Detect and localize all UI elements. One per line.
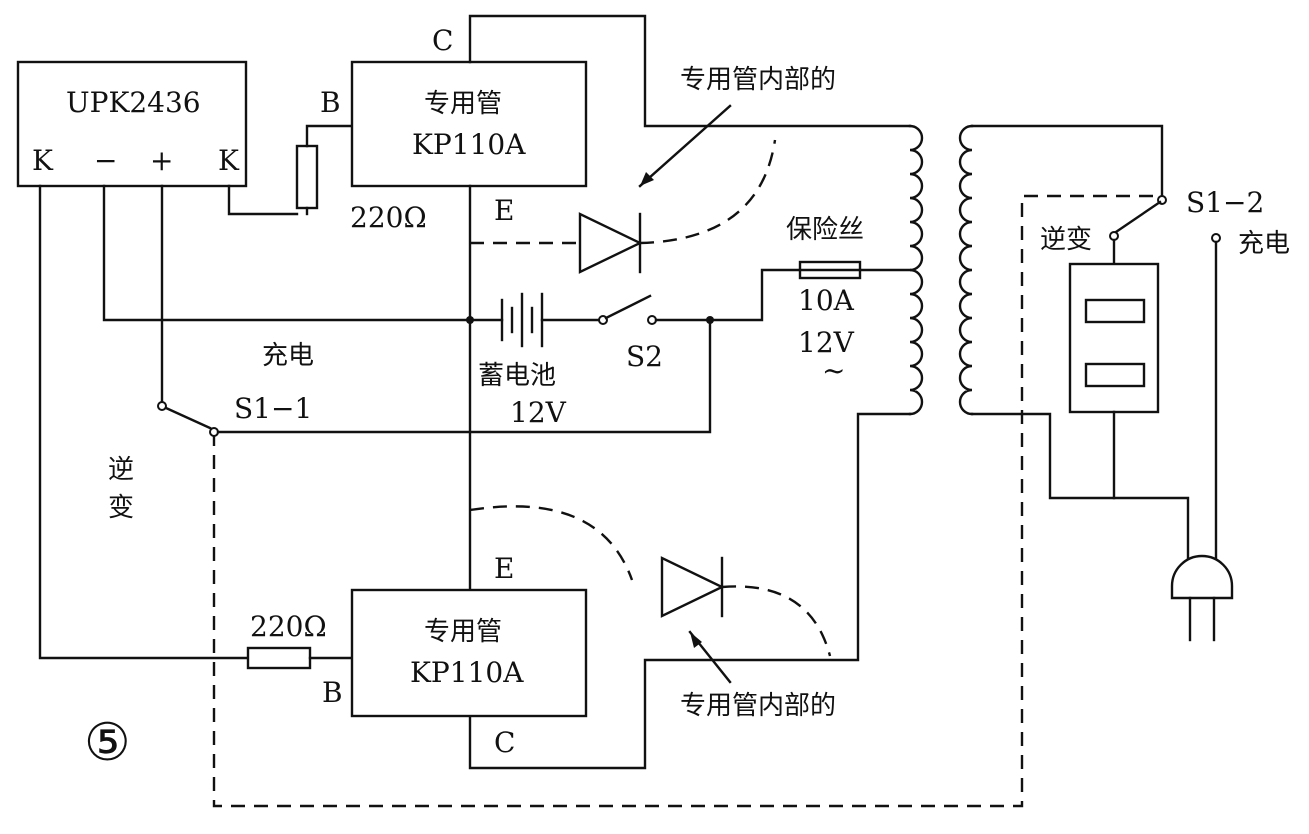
- wire-k-left: [38, 184, 250, 660]
- mains-plug: [1170, 554, 1234, 600]
- top-pin-e: E: [494, 194, 514, 227]
- switch-s1-2-label: S1−2: [1186, 186, 1264, 219]
- mode-invert-right: 逆变: [1040, 225, 1092, 255]
- wire-s1-1: [216, 318, 712, 434]
- wire-s2-fuse: [654, 268, 802, 322]
- upk-pin-k-left: K: [32, 144, 54, 177]
- upk-pin-minus: −: [94, 144, 117, 177]
- fuse-name: 保险丝: [786, 215, 864, 245]
- transformer-secondary: [958, 124, 974, 416]
- wire-b-top: [305, 124, 354, 148]
- mode-invert-left-1: 逆: [108, 455, 134, 485]
- bottom-pin-c: C: [494, 726, 515, 759]
- wire-minus: [102, 184, 504, 322]
- diode-top-dash-right: [639, 139, 777, 245]
- transistor-bottom-line2: KP110A: [410, 656, 524, 689]
- transformer-primary: [908, 124, 924, 416]
- wire-secondary-top: [970, 124, 1164, 198]
- arrow-top-head: [640, 172, 654, 186]
- battery-voltage: 12V: [510, 396, 567, 429]
- diode-bottom-dash-left: [469, 505, 634, 581]
- socket-slot-bottom: [1084, 362, 1146, 388]
- upk2436-box: [16, 60, 248, 188]
- resistor-bottom: [246, 646, 312, 670]
- output-socket: [1068, 262, 1160, 414]
- arrow-bottom-head: [690, 632, 702, 648]
- wire-k-right: [227, 184, 299, 216]
- resistor-top: [295, 144, 319, 210]
- arrow-top-line: [638, 104, 732, 188]
- junction-battery: [466, 316, 474, 324]
- transistor-top-box: [350, 60, 588, 188]
- socket-slot-top: [1084, 298, 1146, 324]
- diode-top: [578, 212, 643, 274]
- transistor-bottom-line1: 专用管: [424, 617, 502, 647]
- bottom-pin-b: B: [322, 676, 343, 709]
- bottom-pin-e: E: [494, 552, 514, 585]
- s2-blade: [604, 294, 652, 320]
- linkage-s1: [212, 194, 1160, 808]
- diode-bottom-dash-right: [721, 585, 832, 657]
- resistor-top-value: 220Ω: [350, 201, 427, 234]
- top-pin-b: B: [320, 86, 341, 119]
- s1-2-blade: [1114, 200, 1162, 234]
- transistor-top-line1: 专用管: [424, 89, 502, 119]
- upk-pin-plus: +: [150, 144, 173, 177]
- fuse-rating: 10A: [798, 284, 855, 317]
- wire-primary-bottom: [468, 412, 912, 770]
- figure-number: ⑤: [84, 713, 131, 773]
- top-pin-c: C: [432, 24, 453, 57]
- upk2436-label: UPK2436: [66, 86, 201, 119]
- diode-note-top: 专用管内部的: [680, 65, 836, 95]
- resistor-bottom-value: 220Ω: [250, 610, 327, 643]
- mode-charge-right: 充电: [1238, 229, 1290, 259]
- mode-charge-left: 充电: [262, 341, 314, 371]
- switch-s1-1-label: S1−1: [234, 392, 312, 425]
- switch-s2-label: S2: [626, 340, 663, 373]
- s1-1-charge-terminal: [157, 401, 167, 411]
- wire-c-top: [468, 14, 912, 128]
- diode-bottom: [660, 556, 725, 618]
- fuse-voltage: 12V: [798, 326, 855, 359]
- s1-1-blade: [164, 406, 212, 430]
- transistor-bottom-box: [350, 588, 588, 718]
- transistor-top-line2: KP110A: [412, 128, 526, 161]
- wire-secondary-bottom: [970, 412, 1190, 568]
- mode-invert-left-2: 变: [108, 493, 134, 523]
- diode-note-bottom: 专用管内部的: [680, 691, 836, 721]
- battery-label: 蓄电池: [478, 361, 556, 391]
- upk-pin-k-right: K: [218, 144, 240, 177]
- fuse-ac-symbol: ~: [822, 354, 845, 387]
